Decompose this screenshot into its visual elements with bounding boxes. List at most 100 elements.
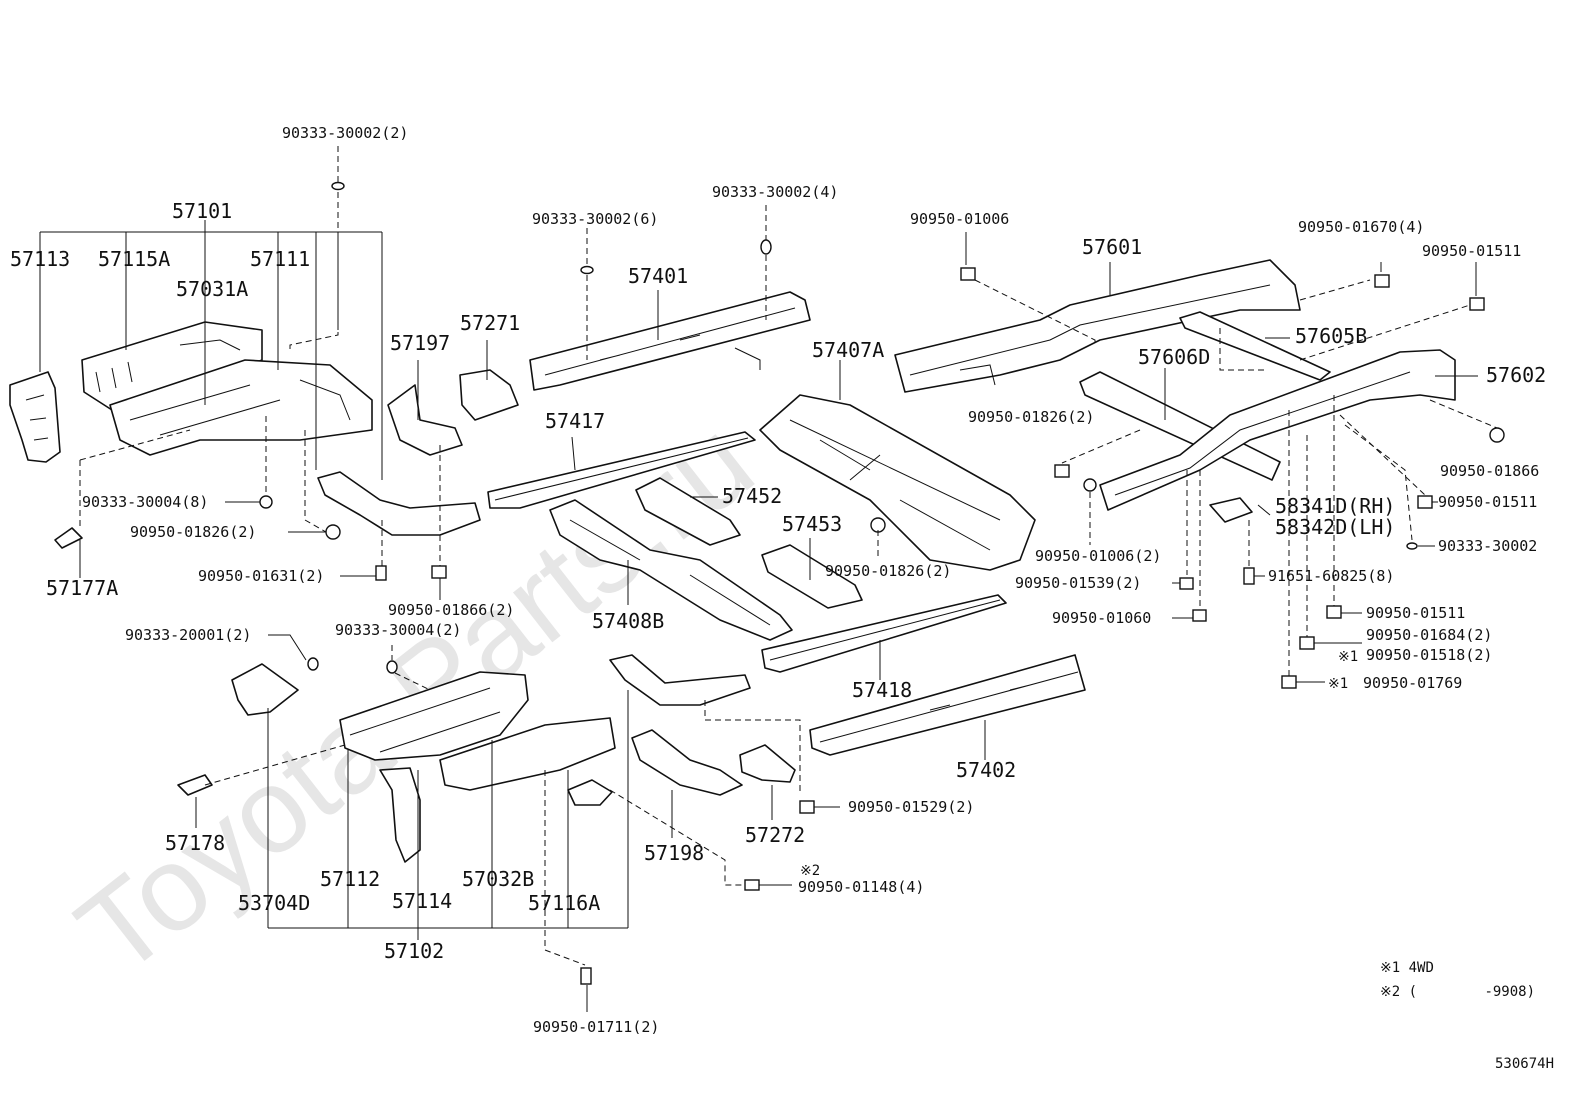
label-57601: 57601 (1082, 235, 1142, 259)
nut-icon (1299, 636, 1315, 650)
label-90950-01711-2: 90950-01711(2) (533, 1018, 659, 1036)
label-90950-01518-2: 90950-01518(2) (1366, 646, 1492, 664)
grommet-icon (760, 239, 772, 255)
part-53704D-drawing (231, 663, 299, 716)
label-57177A: 57177A (46, 576, 118, 600)
label-57407A: 57407A (812, 338, 884, 362)
label-90950-01866-2: 90950-01866(2) (388, 601, 514, 619)
diagram-code: 530674H (1495, 1056, 1554, 1072)
nut-icon (1281, 675, 1297, 689)
bolt-icon (375, 565, 387, 581)
label-57271: 57271 (460, 311, 520, 335)
label-90950-01670-4: 90950-01670(4) (1298, 218, 1424, 236)
bolt-icon (744, 879, 760, 891)
nut-icon (1179, 577, 1194, 590)
label-57102: 57102 (384, 939, 444, 963)
nut-icon (431, 565, 447, 579)
label-90950-01511-mid: 90950-01511 (1438, 493, 1537, 511)
grommet-icon (1406, 542, 1418, 550)
part-57113-drawing (9, 371, 61, 463)
nut-icon (1326, 605, 1342, 619)
part-57177A-drawing (54, 527, 83, 549)
nut-icon (1054, 464, 1070, 478)
nut-icon (960, 267, 976, 281)
nut-icon (1192, 609, 1207, 622)
part-57178-drawing (177, 774, 213, 796)
label-53704D: 53704D (238, 891, 310, 915)
label-90950-01631-2: 90950-01631(2) (198, 567, 324, 585)
part-57418-drawing (761, 594, 1007, 673)
label-90333-30002-6: 90333-30002(6) (532, 210, 658, 228)
part-57453-drawing (761, 544, 863, 609)
part-57198-drawing (631, 729, 743, 796)
note-4wd: ※1 4WD (1380, 960, 1434, 976)
label-57402: 57402 (956, 758, 1016, 782)
part-57452-drawing (635, 477, 741, 546)
grommet-icon (259, 495, 273, 509)
part-57198-upper-drawing (609, 654, 751, 706)
label-57417: 57417 (545, 409, 605, 433)
nut-icon (799, 800, 815, 814)
label-90950-01006-2: 90950-01006(2) (1035, 547, 1161, 565)
part-57114-drawing (379, 767, 421, 863)
label-57401: 57401 (628, 264, 688, 288)
label-57111: 57111 (250, 247, 310, 271)
label-57605B: 57605B (1295, 324, 1367, 348)
label-90333-30002: 90333-30002 (1438, 537, 1537, 555)
part-57032B-drawing (439, 717, 616, 791)
part-57606D-drawing (1079, 371, 1281, 481)
label-57032B: 57032B (462, 867, 534, 891)
label-90950-01769: 90950-01769 (1363, 674, 1462, 692)
label-57113: 57113 (10, 247, 70, 271)
label-58341D: 58341D(RH) (1275, 494, 1395, 518)
label-57606D: 57606D (1138, 345, 1210, 369)
plug-icon (870, 517, 886, 533)
label-57602: 57602 (1486, 363, 1546, 387)
part-labels: 57101 57113 57115A 57111 57031A 90333-30… (10, 124, 1546, 1036)
grommet-icon (580, 265, 594, 275)
label-57198: 57198 (644, 841, 704, 865)
part-57408B-drawing (549, 499, 793, 641)
label-57408B: 57408B (592, 609, 664, 633)
label-90950-01148-4: 90950-01148(4) (798, 878, 924, 896)
label-57453: 57453 (782, 512, 842, 536)
label-90333-30004-8: 90333-30004(8) (82, 493, 208, 511)
label-90950-01866: 90950-01866 (1440, 462, 1539, 480)
note-mark-2: ※2 (800, 863, 820, 879)
plug-icon (1489, 427, 1505, 443)
label-90950-01826-2-right: 90950-01826(2) (968, 408, 1094, 426)
part-57272-drawing (739, 744, 796, 783)
part-57602-drawing (1099, 349, 1456, 511)
label-90333-30004-2: 90333-30004(2) (335, 621, 461, 639)
grommet-icon (307, 657, 319, 671)
grommet-icon (386, 660, 398, 674)
label-57114: 57114 (392, 889, 452, 913)
label-57178: 57178 (165, 831, 225, 855)
part-57102-drawing (339, 671, 529, 761)
label-57197: 57197 (390, 331, 450, 355)
bolt-icon (580, 967, 592, 985)
label-57272: 57272 (745, 823, 805, 847)
label-90950-01511-low: 90950-01511 (1366, 604, 1465, 622)
leader-lines (39, 146, 1498, 1012)
part-57197-drawing (387, 384, 463, 456)
label-90950-01006: 90950-01006 (910, 210, 1009, 228)
label-57418: 57418 (852, 678, 912, 702)
label-57101: 57101 (172, 199, 232, 223)
part-57605B-drawing (1179, 311, 1331, 381)
grommet-icon (331, 181, 345, 191)
nut-icon (1469, 297, 1485, 311)
nut-icon (1374, 274, 1390, 288)
bolt-icon (1243, 567, 1255, 585)
part-57402-drawing (809, 654, 1086, 756)
part-57271-drawing (459, 369, 519, 421)
label-58342D: 58342D(LH) (1275, 515, 1395, 539)
label-90950-01826-2-left: 90950-01826(2) (130, 523, 256, 541)
note-mark-1: ※1 (1328, 676, 1348, 692)
plug-icon (1083, 478, 1097, 492)
part-58341D-drawing (1209, 497, 1253, 523)
label-57452: 57452 (722, 484, 782, 508)
part-57417-drawing (487, 431, 756, 509)
nut-icon (1417, 495, 1433, 509)
